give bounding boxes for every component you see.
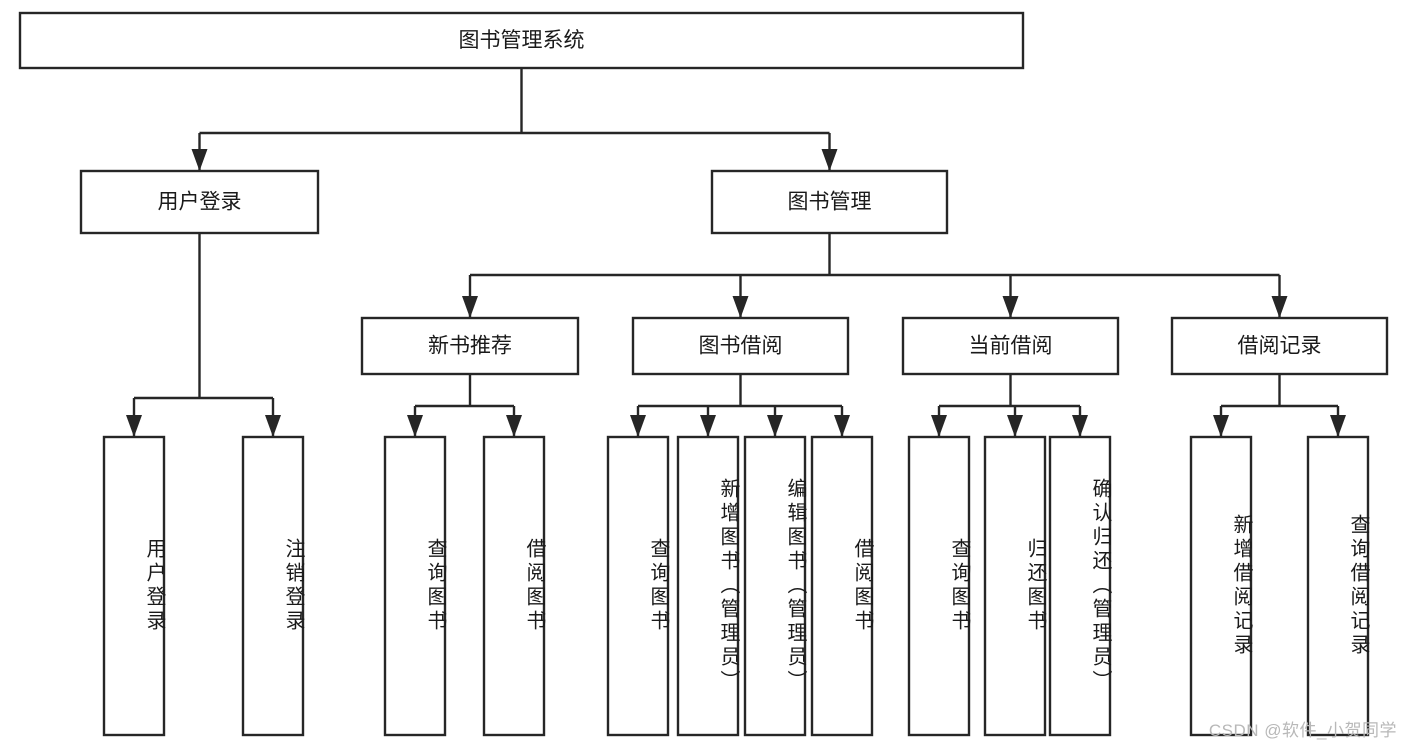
node-user-login[interactable] xyxy=(79,169,320,235)
node-current-borrow-label: 当前借阅 xyxy=(969,335,1053,358)
node-leaf-user-login[interactable] xyxy=(102,435,166,737)
conn-borrow-record-arrowhead-0 xyxy=(1213,415,1229,437)
connectors-layer xyxy=(126,68,1346,437)
conn-user-login-arrowhead-1 xyxy=(265,415,281,437)
node-book-management[interactable] xyxy=(710,169,949,235)
conn-book-management-arrowhead-0 xyxy=(462,296,478,318)
watermark-text: CSDN @软件_小贺同学 xyxy=(1208,721,1397,740)
node-book-management-label: 图书管理 xyxy=(788,191,872,214)
node-book-borrow[interactable] xyxy=(631,316,850,376)
node-leaf-borrow-book[interactable] xyxy=(810,435,874,737)
node-leaf-confirm-return-admin[interactable] xyxy=(1048,435,1112,737)
conn-new-book-recommend-arrowhead-1 xyxy=(506,415,522,437)
conn-book-borrow-arrowhead-0 xyxy=(630,415,646,437)
node-leaf-edit-book-admin[interactable] xyxy=(743,435,807,737)
conn-borrow-record-arrowhead-1 xyxy=(1330,415,1346,437)
conn-new-book-recommend-arrowhead-0 xyxy=(407,415,423,437)
conn-book-borrow-arrowhead-2 xyxy=(767,415,783,437)
node-borrow-record[interactable] xyxy=(1170,316,1389,376)
node-new-book-recommend[interactable] xyxy=(360,316,580,376)
node-book-borrow-label: 图书借阅 xyxy=(699,335,783,358)
boxes-layer xyxy=(18,11,1389,737)
node-new-book-recommend-label: 新书推荐 xyxy=(428,335,512,358)
node-borrow-record-label: 借阅记录 xyxy=(1238,335,1322,358)
conn-current-borrow-arrowhead-2 xyxy=(1072,415,1088,437)
conn-book-borrow-arrowhead-1 xyxy=(700,415,716,437)
conn-book-borrow-arrowhead-3 xyxy=(834,415,850,437)
node-leaf-user-logout[interactable] xyxy=(241,435,305,737)
node-leaf-return-book[interactable] xyxy=(983,435,1047,737)
conn-root-arrowhead-0 xyxy=(191,149,208,171)
node-leaf-query-book-rec[interactable] xyxy=(383,435,447,737)
node-leaf-query-book-cur[interactable] xyxy=(907,435,971,737)
node-root[interactable] xyxy=(18,11,1025,70)
node-user-login-label: 用户登录 xyxy=(158,191,242,214)
node-leaf-query-borrow-record[interactable] xyxy=(1306,435,1370,737)
node-current-borrow[interactable] xyxy=(901,316,1120,376)
conn-book-management-arrowhead-1 xyxy=(732,296,749,318)
node-leaf-query-book-borrow[interactable] xyxy=(606,435,670,737)
conn-current-borrow-arrowhead-1 xyxy=(1007,415,1023,437)
conn-book-management-arrowhead-3 xyxy=(1271,296,1288,318)
conn-book-management-arrowhead-2 xyxy=(1002,296,1019,318)
node-leaf-add-borrow-record[interactable] xyxy=(1189,435,1253,737)
node-leaf-borrow-book-rec[interactable] xyxy=(482,435,546,737)
conn-root-arrowhead-1 xyxy=(821,149,838,171)
conn-user-login-arrowhead-0 xyxy=(126,415,142,437)
conn-current-borrow-arrowhead-0 xyxy=(931,415,947,437)
node-root-label: 图书管理系统 xyxy=(459,29,585,52)
node-leaf-add-book-admin[interactable] xyxy=(676,435,740,737)
